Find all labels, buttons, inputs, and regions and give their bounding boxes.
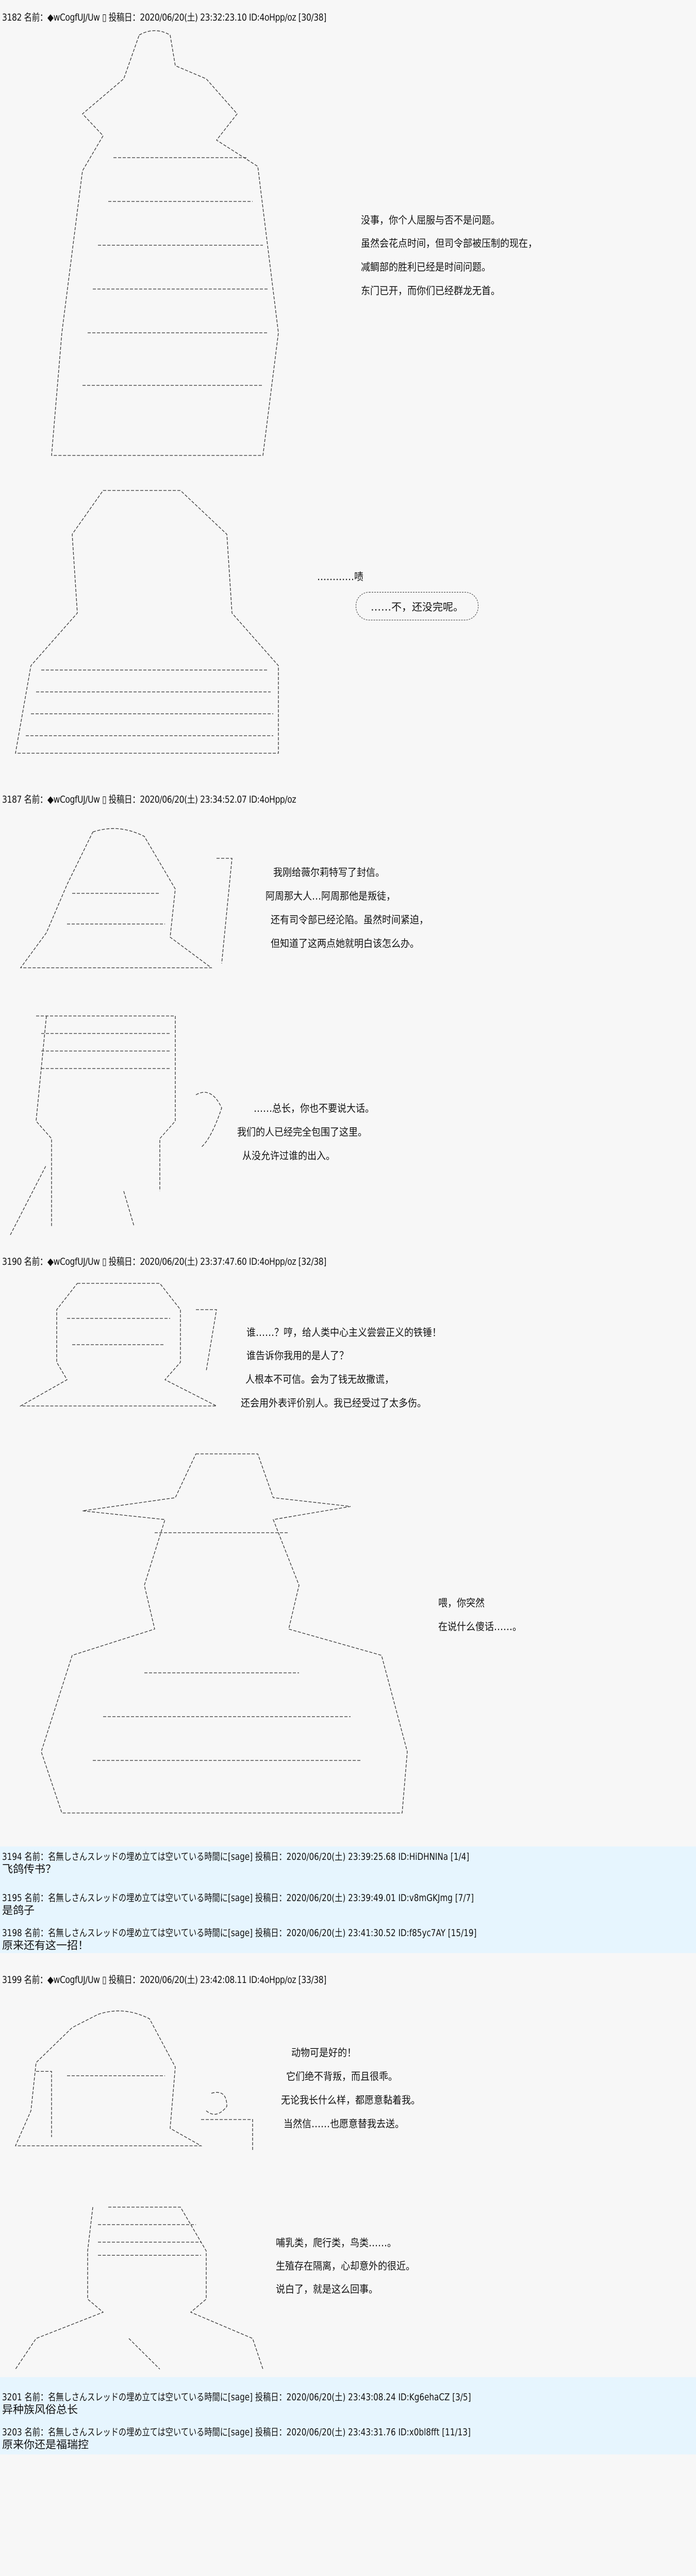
dialogue-line: 我们的人已经完全包围了这里。 bbox=[237, 1126, 367, 1138]
dialogue-line: 生殖存在隔离，心却意外的很近。 bbox=[276, 2260, 415, 2272]
dialogue-line: 阿周那大人…阿周那他是叛徒， bbox=[266, 890, 395, 902]
dialogue-line: 还有司令部已经沦陷。虽然时间紧迫， bbox=[271, 913, 428, 926]
speech-bubble: ……不，还没完呢。 bbox=[356, 592, 478, 620]
reply-header: 3203 名前：名無しさんスレッドの埋め立ては空いている時間に[sage] 投稿… bbox=[2, 2427, 471, 2438]
dialogue-line: 没事，你个人屈服与否不是问题。 bbox=[361, 214, 500, 226]
dialogue-line: 减鲷部的胜利已经是时间问题。 bbox=[361, 261, 491, 273]
aa-art-figure bbox=[5, 2006, 263, 2155]
dialogue-line: 我刚给薇尔莉特写了封信。 bbox=[273, 866, 385, 878]
dialogue-line: 无论我长什么样，都愿意黏着我。 bbox=[281, 2094, 420, 2106]
aa-art-figure bbox=[21, 26, 309, 464]
post-header: 3182 名前：◆wCogfUJ/Uw ▯ 投稿日：2020/06/20(土) … bbox=[2, 12, 326, 23]
dialogue-line: 但知道了这两点她就明白该怎么办。 bbox=[271, 937, 419, 950]
reply-body: 异种族风俗总长 bbox=[2, 2403, 78, 2416]
dialogue-line: 从没允许过谁的出入。 bbox=[242, 1149, 335, 1162]
dialogue-line: 当然信……也愿意替我去送。 bbox=[284, 2117, 404, 2130]
aa-art-figure bbox=[15, 823, 242, 972]
reply-header: 3194 名前：名無しさんスレッドの埋め立ては空いている時間に[sage] 投稿… bbox=[2, 1851, 470, 1862]
reply-header: 3198 名前：名無しさんスレッドの埋め立ては空いている時間に[sage] 投稿… bbox=[2, 1927, 477, 1939]
aa-art-figure bbox=[10, 482, 309, 762]
dialogue-line: …………啧 bbox=[317, 570, 363, 583]
post-header: 3199 名前：◆wCogfUJ/Uw ▯ 投稿日：2020/06/20(土) … bbox=[2, 1974, 326, 1986]
post-header: 3190 名前：◆wCogfUJ/Uw ▯ 投稿日：2020/06/20(土) … bbox=[2, 1256, 326, 1267]
dialogue-line: 谁……？哼，给人类中心主义尝尝正义的铁锤！ bbox=[246, 1326, 441, 1338]
reply-section bbox=[0, 1846, 696, 1953]
aa-art-figure bbox=[31, 1445, 412, 1822]
reply-body: 原来还有这一招！ bbox=[2, 1939, 89, 1952]
reply-body: 是鸽子 bbox=[2, 1904, 35, 1917]
dialogue-line: 还会用外表评价别人。我已经受过了太多伤。 bbox=[241, 1397, 426, 1409]
dialogue-line: 在说什么傻话……。 bbox=[438, 1620, 522, 1633]
dialogue-line: 哺乳类，爬行类，鸟类……。 bbox=[276, 2236, 396, 2249]
dialogue-line: 喂，你突然 bbox=[438, 1597, 485, 1609]
dialogue-line: 它们绝不背叛，而且很乖。 bbox=[286, 2070, 397, 2082]
dialogue-line: 谁告诉你我用的是人了？ bbox=[246, 1349, 349, 1362]
dialogue-line: 动物可是好的！ bbox=[291, 2046, 356, 2059]
aa-art-figure bbox=[10, 1275, 227, 1415]
reply-body: 原来你还是福瑞控 bbox=[2, 2438, 89, 2451]
dialogue-line: ……总长，你也不要说大话。 bbox=[254, 1102, 374, 1114]
aa-art-figure bbox=[5, 1007, 232, 1235]
dialogue-line: 虽然会花点时间，但司令部被压制的现在， bbox=[361, 237, 537, 249]
post-header: 3187 名前：◆wCogfUJ/Uw ▯ 投稿日：2020/06/20(土) … bbox=[2, 794, 296, 805]
dialogue-line: 人根本不可信。会为了钱无故撒谎， bbox=[245, 1373, 394, 1385]
reply-section bbox=[0, 2377, 696, 2454]
reply-header: 3201 名前：名無しさんスレッドの埋め立ては空いている時間に[sage] 投稿… bbox=[2, 2392, 471, 2403]
reply-header: 3195 名前：名無しさんスレッドの埋め立ては空いている時間に[sage] 投稿… bbox=[2, 1892, 474, 1904]
dialogue-line: 东门已开，而你们已经群龙无首。 bbox=[361, 284, 500, 297]
dialogue-line: 说白了，就是这么回事。 bbox=[276, 2283, 378, 2295]
reply-body: 飞鸽传书？ bbox=[2, 1863, 56, 1875]
aa-art-figure bbox=[5, 2198, 273, 2374]
